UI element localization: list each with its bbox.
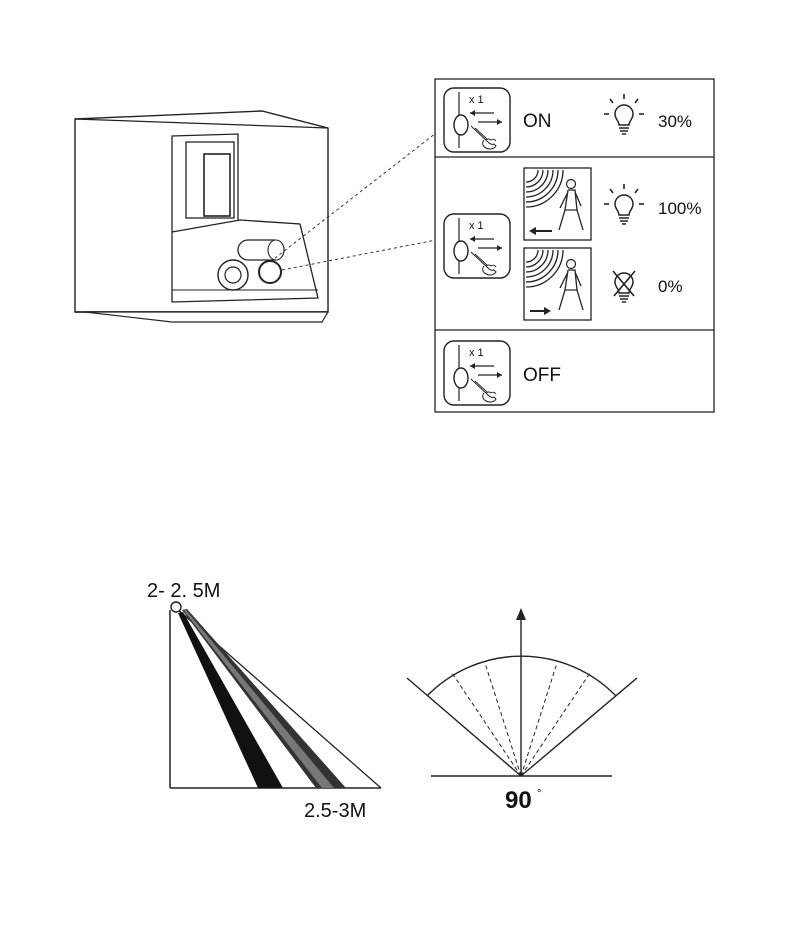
range-diagram: 2- 2. 5M 2.5-3M: [147, 580, 382, 822]
brightness-0: 0%: [658, 277, 683, 296]
step-motion-row: x 1 100% 0%: [443, 167, 701, 321]
direction-arrow-icon: [516, 608, 526, 620]
angle-unit: °: [537, 788, 541, 800]
motion-approach-icon: [523, 167, 592, 241]
motion-leave-icon: [523, 247, 592, 321]
tap-count-label: x 1: [469, 220, 484, 232]
angle-diagram: 90 °: [406, 608, 638, 814]
sensor-position-dot: [170, 601, 182, 613]
instruction-panel: x 1 ON 30% x 1 100%: [434, 78, 715, 413]
state-label-off: OFF: [523, 365, 561, 386]
detection-beam-near: [178, 612, 283, 788]
device-illustration: [74, 110, 437, 323]
mount-height-label: 2- 2. 5M: [147, 580, 220, 602]
angle-value: 90: [505, 787, 532, 814]
tap-count-label: x 1: [469, 347, 484, 359]
state-label-on: ON: [523, 111, 552, 132]
brightness-100: 100%: [658, 199, 701, 218]
detection-beam-far: [182, 609, 346, 788]
tap-count-label: x 1: [469, 94, 484, 106]
step-off-row: x 1 OFF: [443, 340, 561, 406]
detection-distance-label: 2.5-3M: [304, 800, 366, 822]
brightness-30: 30%: [658, 112, 692, 131]
step-on-row: x 1 ON 30%: [443, 87, 692, 153]
